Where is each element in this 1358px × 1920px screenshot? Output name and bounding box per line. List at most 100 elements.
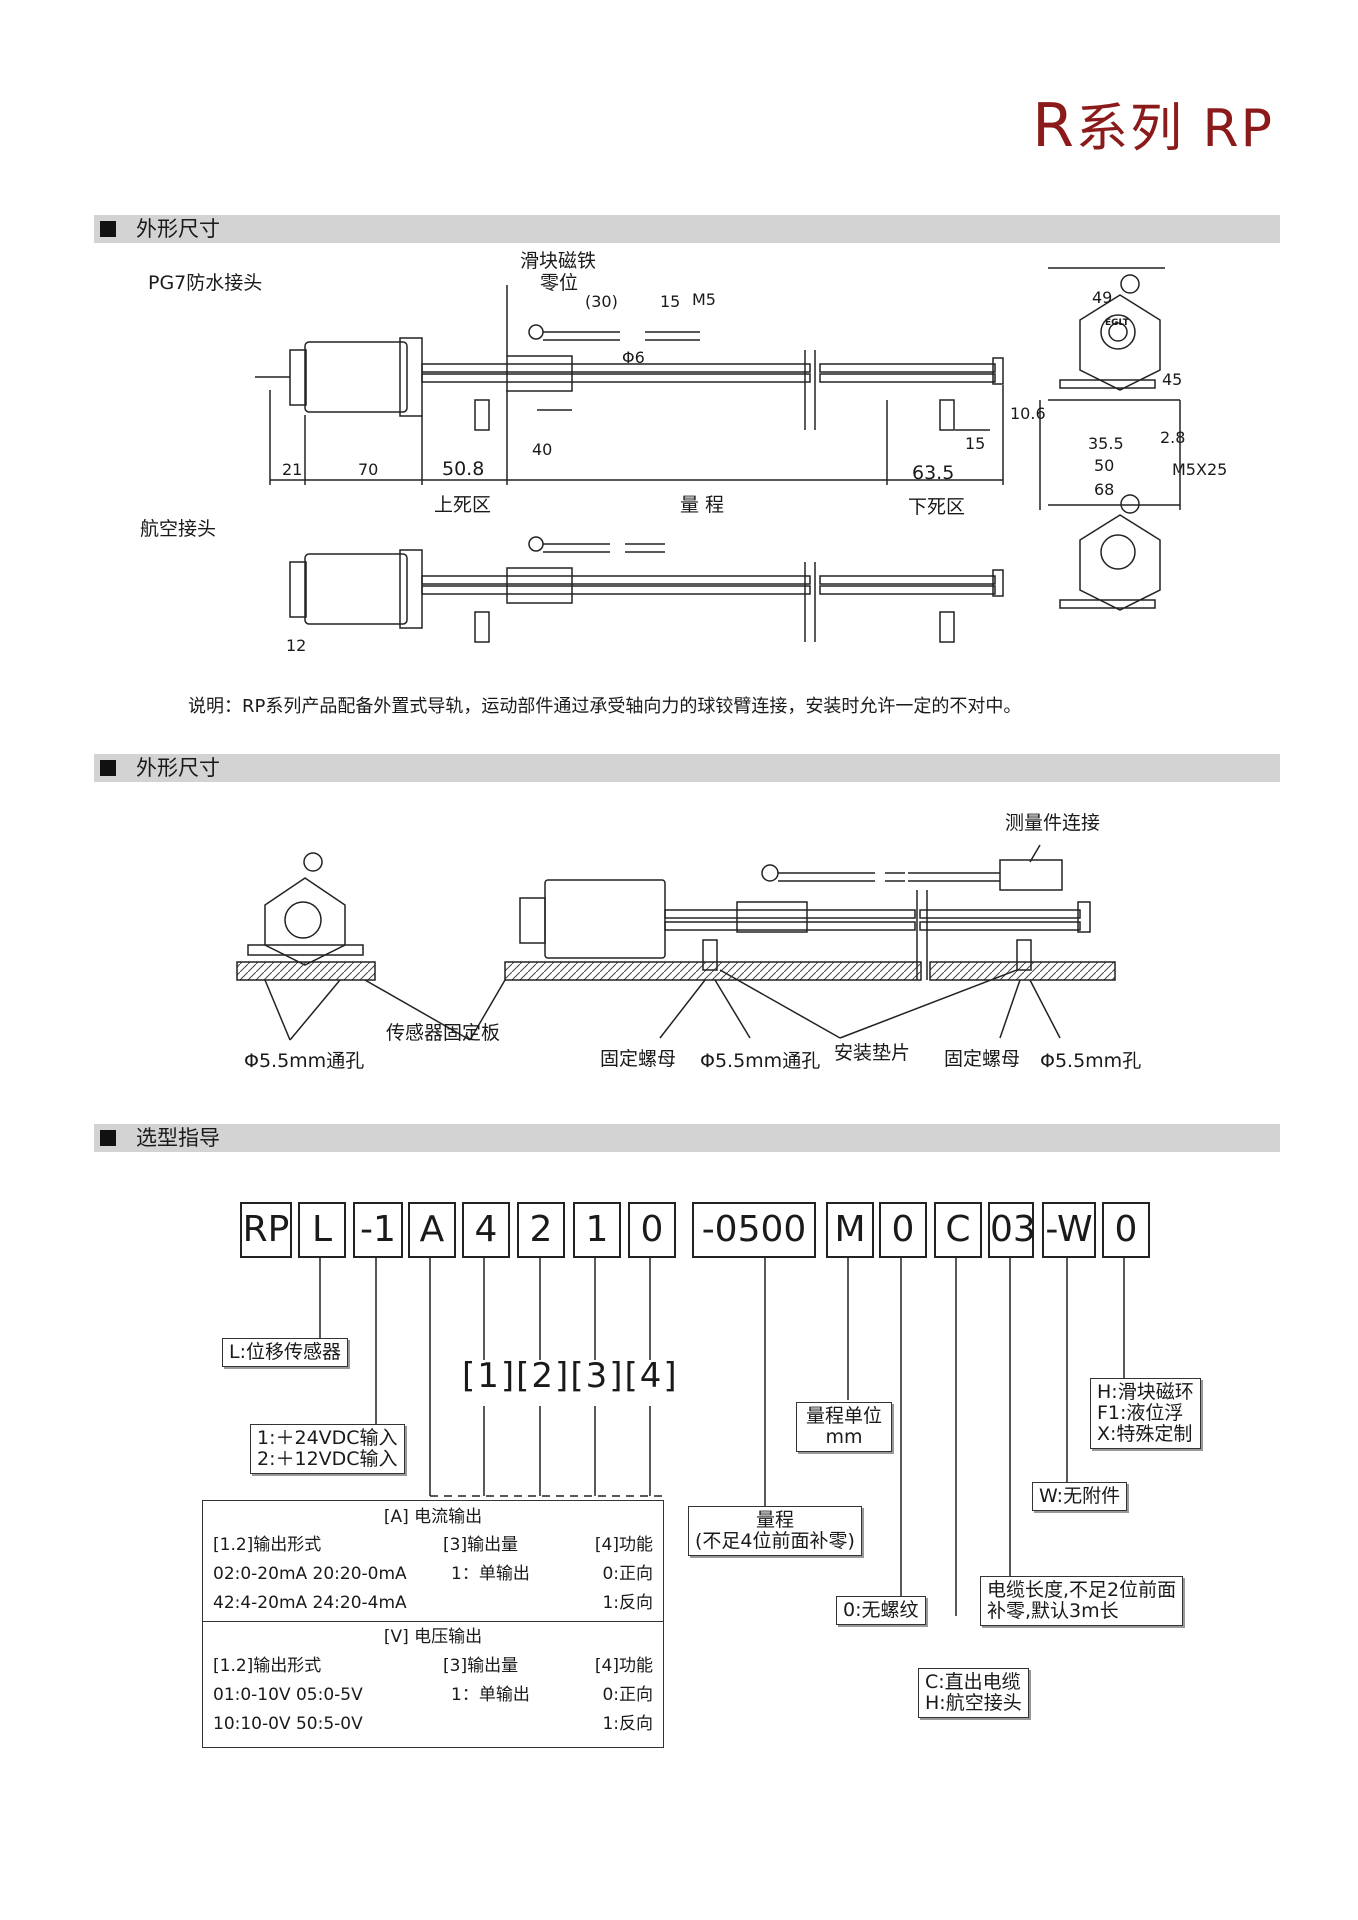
- dim-10-6: 10.6: [1010, 404, 1046, 423]
- table-cell: 1:反向: [602, 1714, 653, 1734]
- label-upper-dead-zone: 上死区: [434, 494, 492, 516]
- section-title: 外形尺寸: [136, 756, 220, 780]
- dim-63-5: 63.5: [912, 462, 955, 484]
- desc-text: H:滑块磁环: [1097, 1381, 1194, 1403]
- installation-drawing: [236, 844, 1116, 1041]
- dim-50: 50: [1094, 456, 1115, 475]
- code-box: 1: [573, 1202, 621, 1258]
- dim-12: 12: [286, 636, 307, 655]
- table-current-title: [A] 电流输出: [383, 1507, 483, 1527]
- label-aviation: 航空接头: [140, 518, 217, 540]
- desc-thread: 0:无螺纹: [836, 1596, 926, 1625]
- dim-m5x25: M5X25: [1172, 460, 1228, 479]
- table-cell: 42:4-20mA 24:20-4mA: [213, 1593, 407, 1613]
- desc-cable-length: 电缆长度,不足2位前面 补零,默认3m长: [980, 1576, 1184, 1626]
- dim-45: 45: [1162, 370, 1183, 389]
- table-header: [1.2]输出形式: [213, 1656, 322, 1676]
- code-box: 2: [517, 1202, 565, 1258]
- dim-phi6: Φ6: [622, 348, 645, 367]
- table-cell: 10:10-0V 50:5-0V: [213, 1714, 363, 1734]
- code-index-brackets: [1][2][3][4]: [462, 1356, 679, 1396]
- label-fixing-nut-2: 固定螺母: [944, 1048, 1021, 1070]
- code-box: -W: [1042, 1202, 1096, 1258]
- dim-68: 68: [1094, 480, 1115, 499]
- code-box: 03: [988, 1202, 1036, 1258]
- table-cell: 0:正向: [602, 1564, 653, 1584]
- table-header: [3]输出量: [443, 1656, 519, 1676]
- page-series-title: R系列 RP: [1032, 86, 1274, 161]
- table-cell: 0:正向: [602, 1685, 653, 1705]
- desc-text: H:航空接头: [925, 1692, 1022, 1714]
- section-bar-dimensions-2: 外形尺寸: [94, 754, 1280, 782]
- dim-15b: 15: [965, 434, 986, 453]
- code-box: A: [408, 1202, 456, 1258]
- desc-text: 0:无螺纹: [843, 1599, 919, 1621]
- dim-m5: M5: [692, 290, 716, 309]
- desc-text: (不足4位前面补零): [695, 1530, 855, 1552]
- bullet-square-icon: [100, 760, 116, 776]
- label-through-hole-2: Φ5.5mm通孔: [700, 1050, 821, 1072]
- label-lower-dead-zone: 下死区: [908, 496, 966, 518]
- code-connector-lines: [319, 1256, 1125, 1616]
- code-box: C: [934, 1202, 982, 1258]
- desc-text: W:无附件: [1039, 1485, 1121, 1507]
- desc-text: 电缆长度,不足2位前面: [987, 1579, 1177, 1601]
- desc-text: 1:＋24VDC输入: [257, 1427, 398, 1449]
- desc-supply: 1:＋24VDC输入 2:＋12VDC输入: [250, 1424, 405, 1474]
- dim-15a: 15: [660, 292, 681, 311]
- code-box: M: [826, 1202, 874, 1258]
- output-table: [A] 电流输出 [1.2]输出形式 [3]输出量 [4]功能 02:0-20m…: [202, 1500, 664, 1748]
- table-cell: 1:反向: [602, 1593, 653, 1613]
- desc-l-type: L:位移传感器: [222, 1338, 348, 1367]
- table-cell: 01:0-10V 05:0-5V: [213, 1685, 363, 1705]
- bullet-square-icon: [100, 221, 116, 237]
- code-box: 4: [462, 1202, 510, 1258]
- label-pg7: PG7防水接头: [148, 272, 263, 294]
- desc-text: 补零,默认3m长: [987, 1600, 1119, 1622]
- label-slider-magnet: 滑块磁铁: [520, 250, 597, 272]
- dim-2-8: 2.8: [1160, 428, 1186, 447]
- table-header: [4]功能: [594, 1535, 653, 1555]
- desc-text: 2:＋12VDC输入: [257, 1448, 398, 1470]
- code-box: -1: [353, 1202, 403, 1258]
- desc-option: H:滑块磁环 F1:液位浮 X:特殊定制: [1090, 1378, 1201, 1449]
- note-text: 说明：RP系列产品配备外置式导轨，运动部件通过承受轴向力的球铰臂连接，安装时允许…: [188, 696, 1022, 717]
- desc-cable: C:直出电缆 H:航空接头: [918, 1668, 1029, 1718]
- code-box: 0: [628, 1202, 676, 1258]
- label-fixing-plate: 传感器固定板: [386, 1022, 501, 1044]
- series-letter: R: [1032, 91, 1076, 161]
- dim-49: 49: [1092, 288, 1113, 307]
- label-measure-connection: 测量件连接: [1005, 812, 1101, 834]
- dim-50-8: 50.8: [442, 458, 485, 480]
- label-spacer: 安装垫片: [834, 1042, 911, 1064]
- label-through-hole-1: Φ5.5mm通孔: [244, 1050, 365, 1072]
- code-box: -0500: [692, 1202, 816, 1258]
- dim-21: 21: [282, 460, 303, 479]
- table-cell: 1：单输出: [451, 1564, 530, 1584]
- bullet-square-icon: [100, 1130, 116, 1146]
- code-box: 0: [1102, 1202, 1150, 1258]
- dimension-drawing: [255, 267, 1181, 643]
- desc-text: X:特殊定制: [1097, 1423, 1193, 1445]
- series-text: 系列: [1075, 99, 1184, 159]
- table-cell: 1：单输出: [451, 1685, 530, 1705]
- code-box: L: [298, 1202, 346, 1258]
- dim-35-5: 35.5: [1088, 434, 1124, 453]
- desc-text: 量程: [755, 1509, 794, 1531]
- table-header: [4]功能: [594, 1656, 653, 1676]
- desc-text: F1:液位浮: [1097, 1402, 1184, 1424]
- code-box: 0: [879, 1202, 927, 1258]
- label-range: 量 程: [680, 494, 725, 516]
- table-divider: [203, 1621, 663, 1622]
- table-voltage-title: [V] 电压输出: [383, 1627, 483, 1647]
- code-box: RP: [240, 1202, 292, 1258]
- brand-logo-top: EGLT: [1105, 318, 1129, 328]
- desc-text: mm: [825, 1426, 863, 1448]
- section-title: 选型指导: [136, 1126, 220, 1150]
- desc-accessory: W:无附件: [1032, 1482, 1128, 1511]
- label-hole-3: Φ5.5mm孔: [1040, 1050, 1142, 1072]
- desc-text: 量程单位: [805, 1405, 882, 1427]
- table-header: [1.2]输出形式: [213, 1535, 322, 1555]
- desc-unit: 量程单位 mm: [796, 1402, 892, 1452]
- label-fixing-nut-1: 固定螺母: [600, 1048, 677, 1070]
